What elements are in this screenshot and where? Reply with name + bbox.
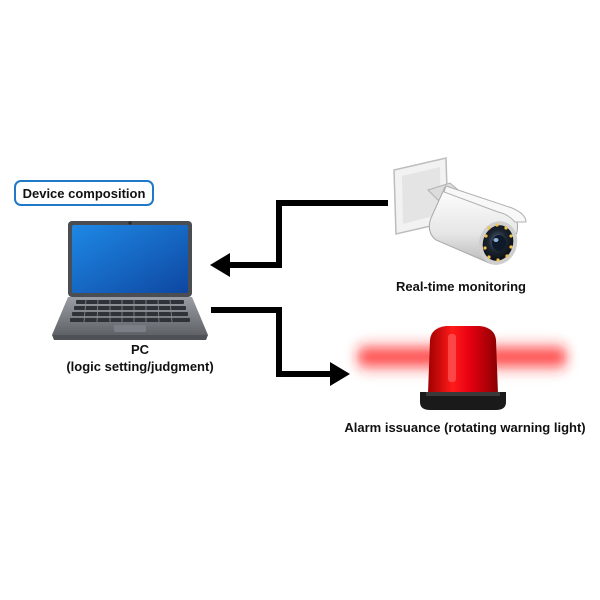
pc-caption-title: PC [130, 342, 150, 357]
laptop-icon [52, 221, 208, 340]
pc-caption-subtitle: (logic setting/judgment) [66, 359, 214, 374]
pc-caption: PC (logic setting/judgment) [40, 341, 240, 375]
device-composition-badge: Device composition [14, 180, 154, 206]
arrow-pc-to-alarm [211, 307, 350, 386]
alarm-caption: Alarm issuance (rotating warning light) [344, 420, 586, 435]
camera-caption: Real-time monitoring [395, 279, 526, 294]
security-camera-icon [393, 157, 527, 265]
warning-light-icon [358, 326, 566, 410]
arrow-camera-to-pc [210, 200, 388, 277]
